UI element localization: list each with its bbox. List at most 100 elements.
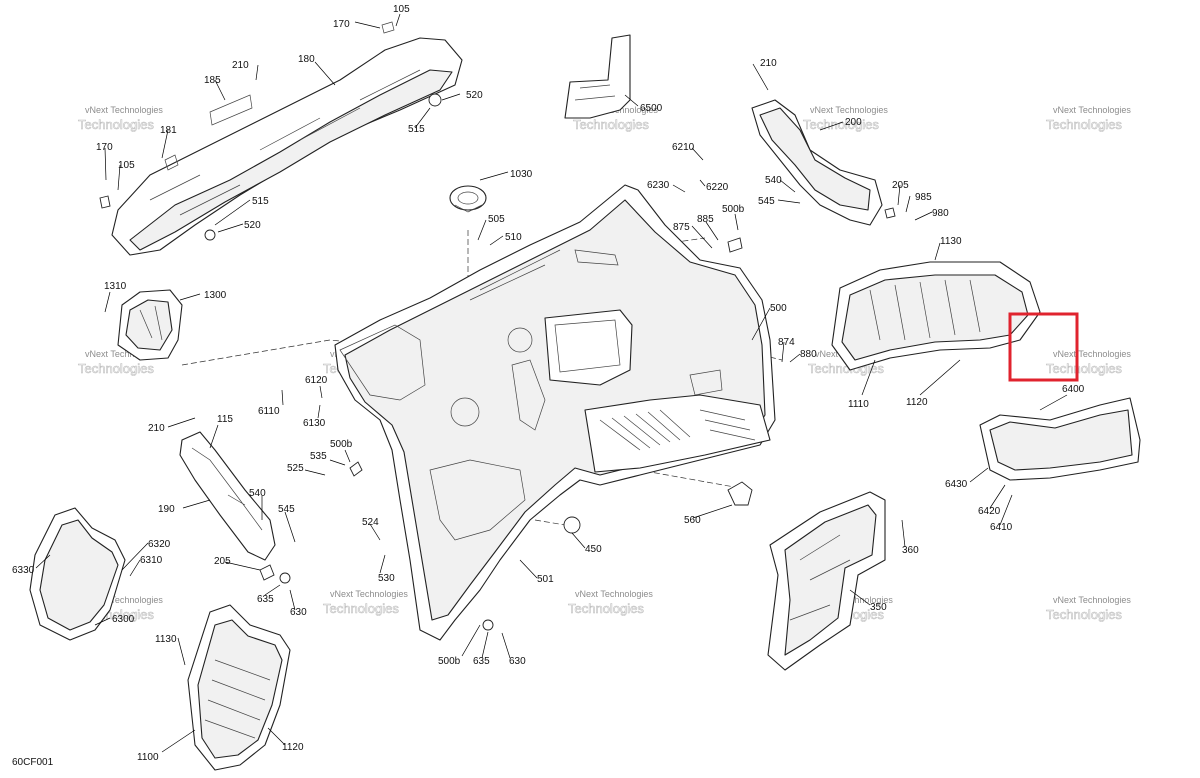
svg-text:Technologies: Technologies [78, 117, 154, 132]
callout-181: 181 [160, 125, 177, 136]
svg-text:vNext Technologies: vNext Technologies [85, 595, 163, 605]
callout-635: 635 [257, 594, 274, 605]
callout-501: 501 [537, 574, 554, 585]
callout-115: 115 [217, 414, 233, 425]
callout-6130: 6130 [303, 418, 326, 429]
callout-6220: 6220 [706, 182, 729, 193]
callout-505: 505 [488, 214, 505, 225]
bracket-part-6500 [564, 34, 631, 119]
svg-text:vNext Technologies: vNext Technologies [1053, 595, 1131, 605]
callout-540: 540 [249, 488, 266, 499]
callout-6500: 6500 [640, 103, 663, 114]
callout-205: 205 [214, 556, 231, 567]
callout-1110: 1110 [848, 399, 869, 410]
leader-lines [35, 13, 1068, 753]
svg-text:Technologies: Technologies [323, 601, 399, 616]
callout-1130: 1130 [940, 236, 962, 247]
svg-text:vNext Technologies: vNext Technologies [1053, 105, 1131, 115]
main-panel-part-500 [334, 184, 776, 641]
cap-part-1030 [449, 185, 487, 213]
callout-530: 530 [378, 573, 395, 584]
callout-510: 510 [505, 232, 522, 243]
callout-6230: 6230 [647, 180, 670, 191]
callout-524: 524 [362, 517, 379, 528]
callout-635: 635 [473, 656, 490, 667]
callout-885: 885 [697, 214, 714, 225]
callout-520: 520 [244, 220, 261, 231]
callout-1100: 1100 [137, 752, 159, 763]
callout-6430: 6430 [945, 479, 968, 490]
callout-500b: 500b [722, 204, 745, 215]
callout-500: 500 [770, 303, 787, 314]
upper-bracket-part-180 [111, 21, 463, 256]
callout-515: 515 [252, 196, 269, 207]
svg-text:vNext Technologies: vNext Technologies [810, 105, 888, 115]
callout-6320: 6320 [148, 539, 171, 550]
callout-6420: 6420 [978, 506, 1001, 517]
callout-630: 630 [290, 607, 307, 618]
diagram-code: 60CF001 [12, 757, 54, 768]
callout-185: 185 [204, 75, 221, 86]
panel-part-6400 [979, 397, 1141, 481]
callout-500b: 500b [330, 439, 353, 450]
callout-6120: 6120 [305, 375, 328, 386]
svg-text:vNext Technologies: vNext Technologies [85, 349, 163, 359]
callout-210: 210 [148, 423, 165, 434]
callout-1310: 1310 [104, 281, 127, 292]
callout-1130: 1130 [155, 634, 177, 645]
callout-1120: 1120 [906, 397, 928, 408]
callout-630: 630 [509, 656, 526, 667]
callout-540: 540 [765, 175, 782, 186]
callout-360: 360 [902, 545, 919, 556]
svg-text:vNext Technologies: vNext Technologies [1053, 349, 1131, 359]
callout-880: 880 [800, 349, 817, 360]
callout-1120: 1120 [282, 742, 304, 753]
hardware [99, 93, 896, 631]
callout-985: 985 [915, 192, 932, 203]
callout-200: 200 [845, 117, 862, 128]
callout-210: 210 [232, 60, 249, 71]
callout-170: 170 [333, 19, 350, 30]
svg-text:Technologies: Technologies [78, 361, 154, 376]
panel-part-6300 [29, 507, 126, 641]
callout-6410: 6410 [990, 522, 1013, 533]
callout-6110: 6110 [258, 406, 280, 417]
callout-6310: 6310 [140, 555, 163, 566]
callout-350: 350 [870, 602, 887, 613]
duct-part-1300 [117, 289, 183, 361]
callout-170: 170 [96, 142, 113, 153]
callout-1030: 1030 [510, 169, 533, 180]
callout-1300: 1300 [204, 290, 227, 301]
callout-525: 525 [287, 463, 304, 474]
panel-part-1100 [187, 604, 291, 771]
svg-text:Technologies: Technologies [1046, 117, 1122, 132]
svg-text:Technologies: Technologies [1046, 361, 1122, 376]
callouts: 105 170 180 210 185 520 515 181 170 105 … [12, 4, 1085, 763]
callout-105: 105 [393, 4, 410, 15]
svg-text:vNext Technologies: vNext Technologies [330, 589, 408, 599]
callout-515: 515 [408, 124, 425, 135]
bracket-part-200 [751, 99, 883, 226]
callout-6400: 6400 [1062, 384, 1085, 395]
svg-text:vNext Technologies: vNext Technologies [85, 105, 163, 115]
callout-105: 105 [118, 160, 135, 171]
callout-500b: 500b [438, 656, 461, 667]
callout-6330: 6330 [12, 565, 35, 576]
callout-545: 545 [758, 196, 775, 207]
callout-6210: 6210 [672, 142, 695, 153]
callout-205: 205 [892, 180, 909, 191]
callout-520: 520 [466, 90, 483, 101]
svg-text:vNext Technologies: vNext Technologies [575, 589, 653, 599]
callout-980: 980 [932, 208, 949, 219]
callout-535: 535 [310, 451, 327, 462]
callout-180: 180 [298, 54, 315, 65]
callout-874: 874 [778, 337, 795, 348]
panel-part-1110 [831, 261, 1041, 371]
